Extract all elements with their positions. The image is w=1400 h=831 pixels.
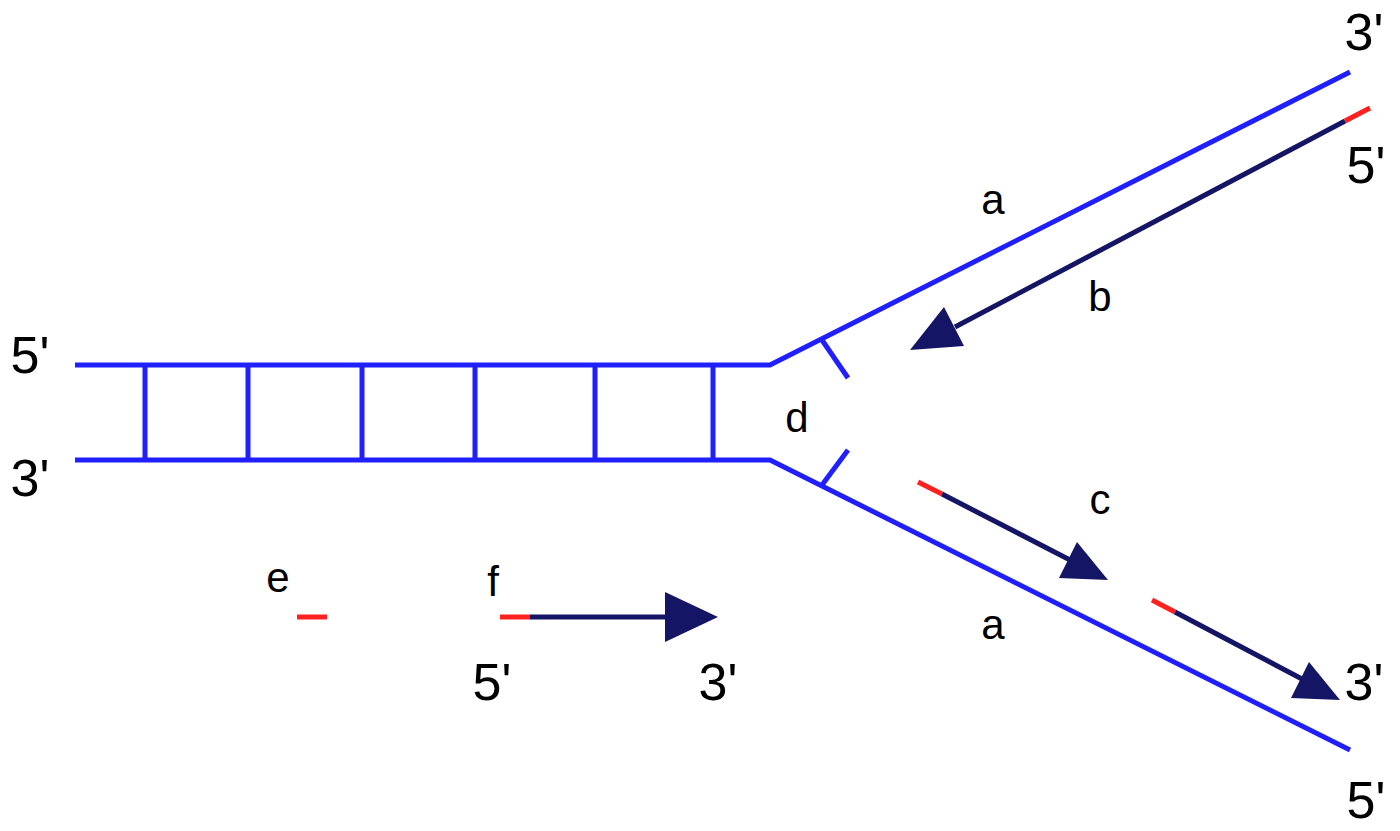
okazaki-fragment	[1175, 612, 1302, 679]
bottom-strand	[75, 460, 1350, 750]
strand-end-label: 3'	[699, 656, 738, 708]
rna-primer	[1345, 108, 1370, 121]
strand-end-label: 5'	[1347, 774, 1386, 826]
strand-label: a	[981, 604, 1004, 646]
base-pair	[246, 365, 251, 460]
strand-label: c	[1090, 479, 1111, 521]
broken-base	[822, 340, 848, 378]
legend-symbols	[297, 592, 718, 642]
strand-label: a	[981, 179, 1004, 221]
rna-primer	[918, 482, 942, 494]
parent-strands	[75, 72, 1350, 750]
strand-end-label: 3'	[1345, 6, 1384, 58]
arrowhead	[1059, 542, 1108, 580]
base-pair	[711, 365, 716, 460]
broken-base	[822, 450, 848, 485]
strand-end-label: 3'	[11, 452, 50, 504]
arrowhead	[1291, 662, 1340, 700]
strand-end-label: 5'	[473, 656, 512, 708]
fork-label: d	[785, 397, 808, 439]
primer-symbol	[297, 615, 327, 620]
key-label: e	[266, 557, 289, 599]
arrowhead	[910, 307, 964, 350]
base-pair	[360, 365, 365, 460]
strand-end-label: 5'	[11, 329, 50, 381]
base-pair	[593, 365, 598, 460]
strand-end-label: 3'	[1345, 656, 1384, 708]
leading-strand	[910, 108, 1370, 350]
rna-primer	[1152, 600, 1175, 612]
top-strand	[75, 72, 1350, 365]
fragment-symbol	[530, 615, 670, 620]
lagging-strand	[918, 482, 1340, 700]
okazaki-fragment	[942, 494, 1070, 560]
strand-label: b	[1088, 276, 1111, 318]
base-pair	[143, 365, 148, 460]
key-label: f	[487, 561, 499, 603]
arrowhead	[665, 592, 718, 642]
strand-end-label: 5'	[1347, 139, 1386, 191]
base-pair	[473, 365, 478, 460]
primer-symbol	[500, 615, 530, 620]
new-strand	[955, 121, 1345, 327]
